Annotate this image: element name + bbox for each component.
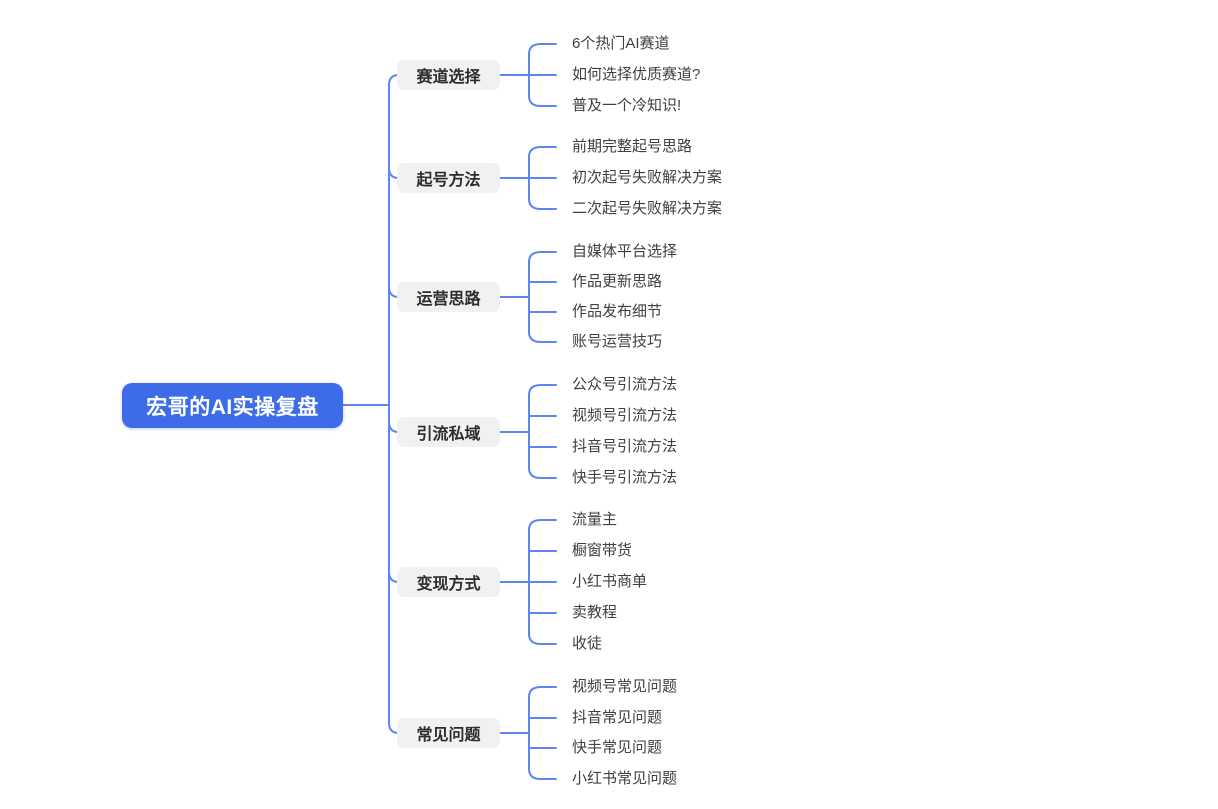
child-node[interactable]: 初次起号失败解决方案: [572, 169, 723, 186]
branch-node-track-selection[interactable]: 赛道选择: [397, 60, 500, 90]
child-node[interactable]: 小红书商单: [572, 573, 648, 590]
child-node[interactable]: 快手号引流方法: [572, 469, 678, 486]
branch-node-account-start[interactable]: 起号方法: [397, 163, 500, 193]
child-node[interactable]: 视频号引流方法: [572, 407, 678, 424]
child-node[interactable]: 橱窗带货: [572, 542, 633, 559]
child-node[interactable]: 6个热门AI赛道: [572, 35, 670, 52]
child-node[interactable]: 小红书常见问题: [572, 770, 678, 787]
branch-node-faq[interactable]: 常见问题: [397, 718, 500, 748]
child-node[interactable]: 流量主: [572, 511, 618, 528]
branch-node-operation[interactable]: 运营思路: [397, 282, 500, 312]
child-node[interactable]: 公众号引流方法: [572, 376, 678, 393]
child-node[interactable]: 账号运营技巧: [572, 333, 663, 350]
child-node[interactable]: 自媒体平台选择: [572, 243, 678, 260]
child-node[interactable]: 抖音常见问题: [572, 709, 663, 726]
child-node[interactable]: 作品发布细节: [572, 303, 663, 320]
child-node[interactable]: 收徒: [572, 635, 603, 652]
branch-node-monetize[interactable]: 变现方式: [397, 567, 500, 597]
child-node[interactable]: 快手常见问题: [572, 739, 663, 756]
child-node[interactable]: 卖教程: [572, 604, 618, 621]
child-node[interactable]: 二次起号失败解决方案: [572, 200, 723, 217]
child-node[interactable]: 如何选择优质赛道?: [572, 66, 701, 83]
child-node[interactable]: 视频号常见问题: [572, 678, 678, 695]
child-node[interactable]: 作品更新思路: [572, 273, 663, 290]
child-node[interactable]: 前期完整起号思路: [572, 138, 693, 155]
root-node[interactable]: 宏哥的AI实操复盘: [122, 383, 343, 428]
child-node[interactable]: 普及一个冷知识!: [572, 97, 682, 114]
branch-node-traffic[interactable]: 引流私域: [397, 417, 500, 447]
child-node[interactable]: 抖音号引流方法: [572, 438, 678, 455]
